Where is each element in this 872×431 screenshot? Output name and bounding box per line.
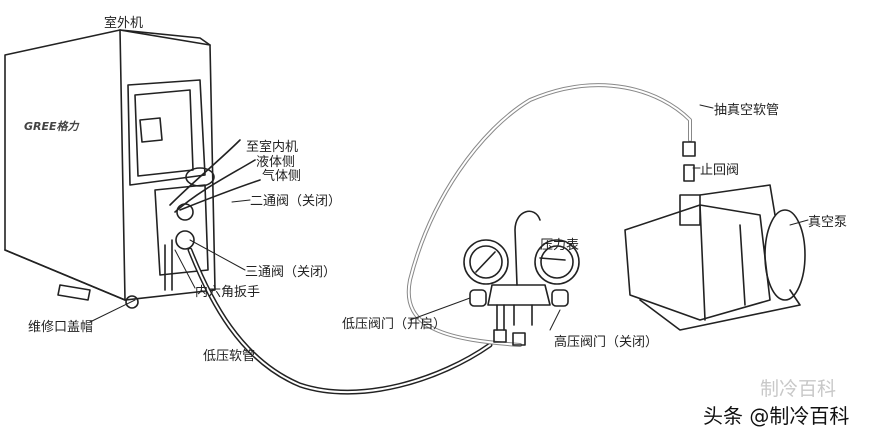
label-outdoor-unit: 室外机 <box>104 16 144 31</box>
label-three-way-valve: 三通阀（关闭） <box>245 265 337 280</box>
label-hex-wrench: 内六角扳手 <box>195 285 261 300</box>
valves-and-pipes <box>164 139 261 291</box>
label-vacuum-pump: 真空泵 <box>808 215 848 230</box>
label-vacuum-hose: 抽真空软管 <box>714 103 780 118</box>
gree-logo: GREE格力 <box>24 120 79 133</box>
leader-lines <box>89 104 809 331</box>
label-liquid-side: 液体侧 <box>256 155 296 170</box>
vacuum-pump <box>624 184 806 331</box>
label-high-pressure-valve: 高压阀门（关闭） <box>554 335 659 350</box>
label-two-way-valve: 二通阀（关闭） <box>250 194 342 209</box>
credit-text: 头条 @制冷百科 <box>703 404 850 428</box>
watermark: 制冷百科 <box>760 378 837 400</box>
manifold-gauge <box>463 210 580 346</box>
check-valve <box>682 141 696 182</box>
label-gas-side: 气体侧 <box>262 169 302 184</box>
label-check-valve: 止回阀 <box>700 163 740 178</box>
label-low-pressure-valve: 低压阀门（开启） <box>342 317 447 332</box>
label-service-cap: 维修口盖帽 <box>28 320 94 335</box>
label-to-indoor: 至室内机 <box>246 140 299 155</box>
label-low-pressure-hose: 低压软管 <box>203 349 256 364</box>
label-gauge: 压力表 <box>540 238 580 253</box>
